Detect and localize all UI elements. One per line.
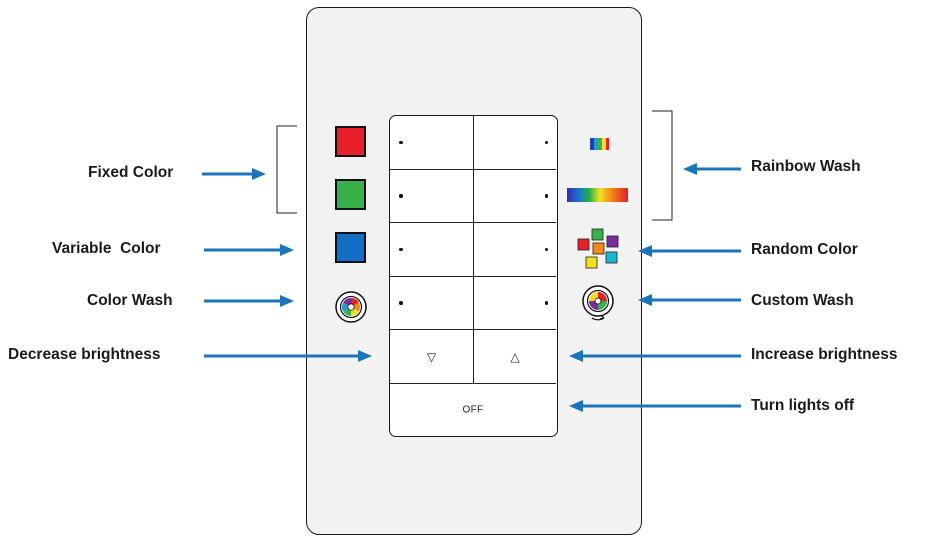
indicator-dot [544,247,548,251]
fixed-color-bracket [276,125,297,214]
custom-wash-label: Custom Wash [751,292,854,309]
red-square-icon [335,126,366,157]
fixed-color-arrow [202,168,266,180]
variable-color-button[interactable] [390,223,474,277]
off-label: OFF [462,404,484,416]
turn-lights-off-label: Turn lights off [751,397,855,414]
keypad: ▽ △ OFF [389,115,558,437]
rainbow-bar-icon [567,188,628,202]
left-arrows [202,168,372,362]
random-color-button[interactable] [474,223,556,277]
color-wash-button[interactable] [390,277,474,330]
increase-brightness-arrow [569,350,741,362]
increase-brightness-button[interactable]: △ [474,330,556,384]
indicator-dot [399,140,403,144]
increase-brightness-label: Increase brightness [751,346,898,363]
indicator-dot [399,301,403,305]
up-triangle-icon: △ [510,349,520,364]
fixed-red-button[interactable] [390,116,474,170]
rainbow-wash-label: Rainbow Wash [751,158,861,175]
down-triangle-icon: ▽ [426,349,437,364]
color-wash-label: Color Wash [87,292,173,309]
rainbow-wash-bracket [652,110,673,221]
indicator-dot [544,194,548,198]
random-color-label: Random Color [751,241,858,258]
green-square-icon [335,179,366,210]
custom-wash-arrow [638,294,741,306]
fixed-color-label: Fixed Color [88,164,174,181]
color-wash-arrow [204,295,294,307]
rainbow-small-icon [590,138,609,150]
custom-wheel-icon [582,285,614,321]
custom-wash-button[interactable] [474,277,556,330]
decrease-brightness-arrow [204,350,372,362]
rainbow-small-button[interactable] [474,116,556,170]
random-color-arrow [638,245,741,257]
indicator-dot [399,247,403,251]
rainbow-wash-button[interactable] [474,170,556,223]
random-squares-icon [577,228,619,269]
off-button[interactable]: OFF [390,384,556,436]
blue-square-icon [335,232,366,263]
indicator-dot [544,140,548,144]
variable-color-arrow [204,244,294,256]
right-arrows [569,163,741,412]
variable-color-label: Variable Color [52,240,161,257]
turn-lights-off-arrow [569,400,741,412]
rainbow-wash-arrow [683,163,741,175]
indicator-dot [544,301,548,305]
decrease-brightness-button[interactable]: ▽ [390,330,474,384]
color-wheel-icon [335,291,367,323]
fixed-green-button[interactable] [390,170,474,223]
decrease-brightness-label: Decrease brightness [8,346,161,363]
indicator-dot [399,194,403,198]
